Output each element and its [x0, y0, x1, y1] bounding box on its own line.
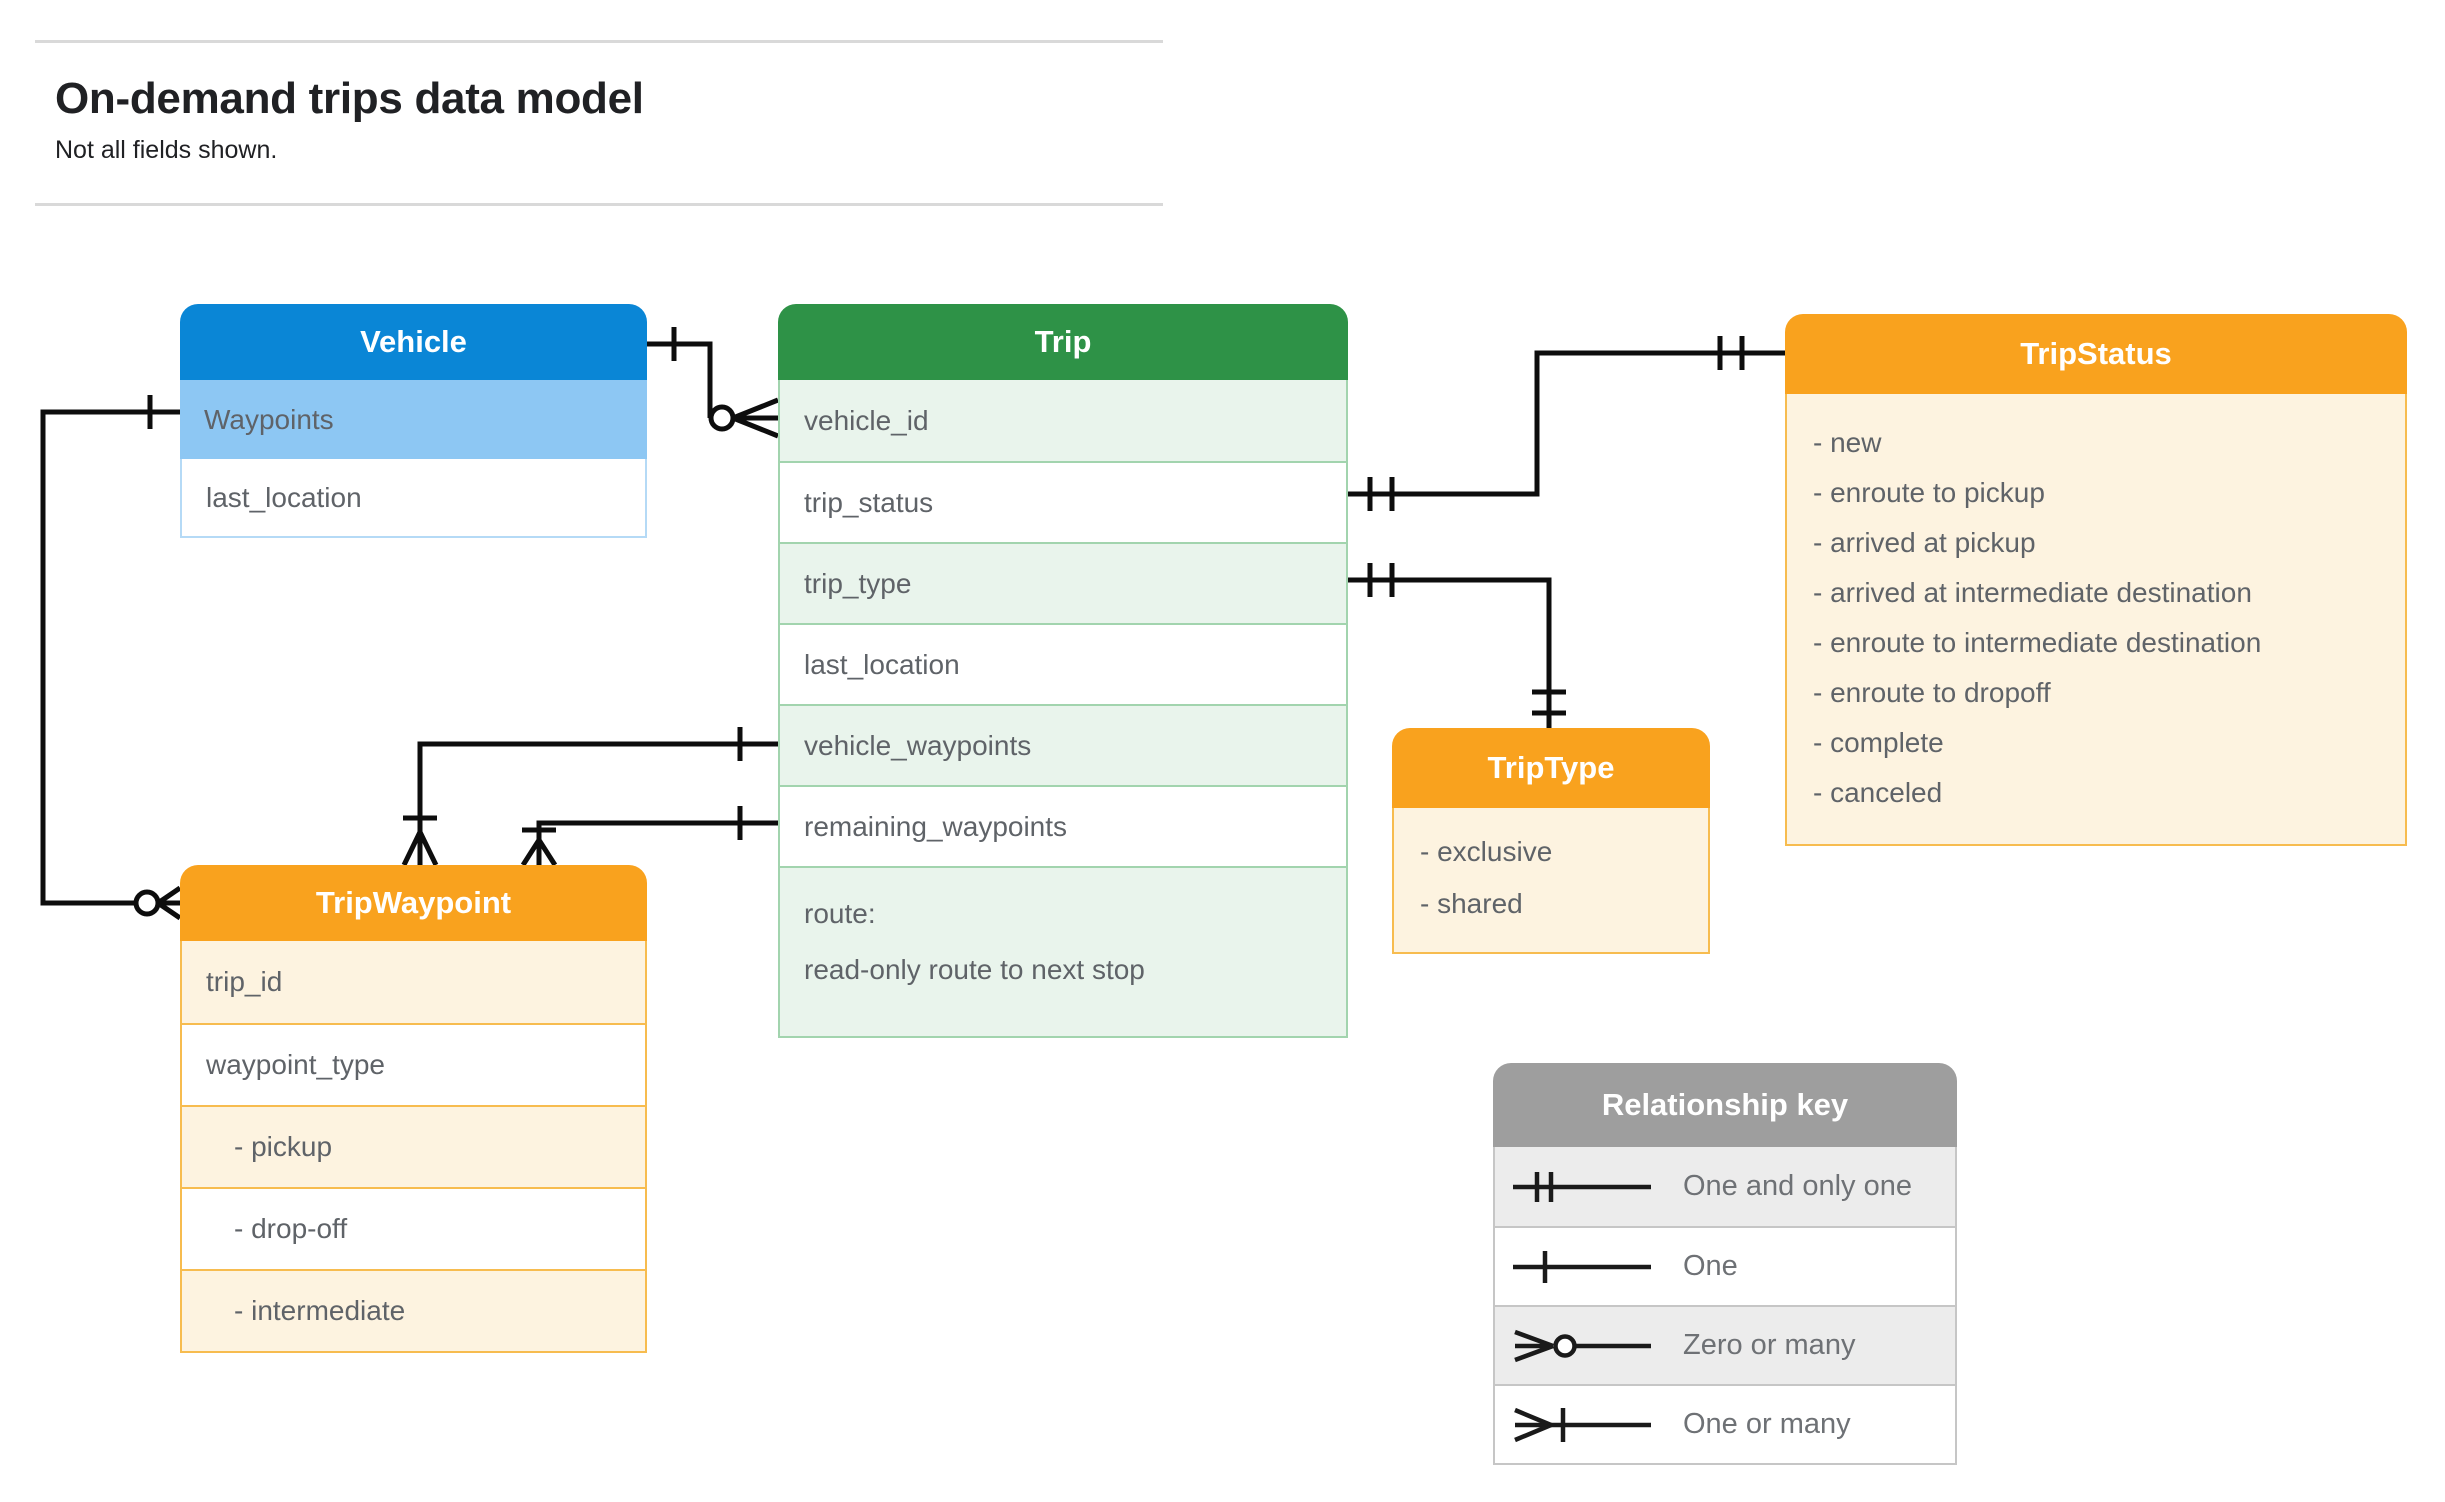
field-row-waypoint-type: waypoint_type — [182, 1023, 645, 1105]
entity-trip-header: Trip — [778, 304, 1348, 380]
page-title: On-demand trips data model — [55, 74, 644, 123]
enum-values: - exclusive - shared — [1392, 808, 1710, 954]
enum-values: - new - enroute to pickup - arrived at p… — [1785, 394, 2407, 846]
field-row-trip-id: trip_id — [182, 941, 645, 1023]
field-label: trip_status — [804, 486, 934, 518]
divider-top — [35, 40, 1163, 43]
crows-foot — [520, 838, 558, 867]
entity-triptype: TripType - exclusive - shared — [1392, 728, 1710, 954]
field-label: - intermediate — [234, 1295, 406, 1326]
legend-row-zero-or-many: Zero or many — [1495, 1305, 1955, 1384]
enum-value: - arrived at intermediate destination — [1813, 577, 2252, 608]
crows-foot — [732, 397, 779, 439]
relationship-key-header: Relationship key — [1493, 1063, 1957, 1147]
field-label: last_location — [804, 648, 960, 680]
entity-title: Vehicle — [360, 324, 467, 359]
legend-label: One and only one — [1683, 1170, 1912, 1202]
divider-bottom — [35, 203, 1163, 206]
entity-title: TripStatus — [2020, 336, 2172, 371]
field-row-pickup: - pickup — [182, 1105, 645, 1187]
one-and-only-one-ticks — [1717, 336, 1745, 370]
crows-foot — [401, 830, 439, 867]
enum-value: - arrived at pickup — [1813, 527, 2036, 558]
enum-value: - enroute to pickup — [1813, 477, 2045, 508]
field-label: trip_id — [206, 966, 283, 997]
one-and-only-one-ticks — [1532, 689, 1566, 716]
field-row-trip-status: trip_status — [780, 461, 1346, 542]
one-symbol-icon — [1513, 1250, 1651, 1283]
enum-value: - enroute to intermediate destination — [1813, 627, 2262, 658]
legend-label: One or many — [1683, 1408, 1851, 1440]
field-label: route: — [804, 898, 876, 929]
enum-value: - shared — [1420, 888, 1523, 919]
field-label: last_location — [206, 481, 362, 513]
connector-vehicle-waypoints-row-to-tripwaypoint — [40, 395, 182, 921]
field-row-vehicle-id: vehicle_id — [780, 380, 1346, 461]
page-subtitle: Not all fields shown. — [55, 136, 278, 164]
field-label: remaining_waypoints — [804, 810, 1068, 842]
field-row-last-location: last_location — [780, 623, 1346, 704]
field-row-drop-off: - drop-off — [182, 1187, 645, 1269]
field-description: read-only route to next stop — [804, 954, 1145, 985]
one-and-only-one-ticks — [1367, 477, 1395, 511]
entity-vehicle: Vehicle Waypoints last_location — [180, 304, 647, 538]
entity-triptype-header: TripType — [1392, 728, 1710, 808]
entity-tripwaypoint-header: TripWaypoint — [180, 865, 647, 941]
field-label: - pickup — [234, 1131, 333, 1162]
relationship-key: Relationship key One and only one One — [1493, 1063, 1957, 1465]
field-row-trip-type: trip_type — [780, 542, 1346, 623]
field-label: vehicle_waypoints — [804, 729, 1032, 761]
entity-title: TripType — [1487, 750, 1615, 785]
one-and-only-one-ticks — [1367, 563, 1395, 597]
field-label: waypoint_type — [206, 1049, 386, 1080]
legend-row-one-or-many: One or many — [1495, 1384, 1955, 1463]
field-row-last-location: last_location — [180, 459, 647, 538]
entity-tripstatus: TripStatus - new - enroute to pickup - a… — [1785, 314, 2407, 846]
enum-value: - new — [1813, 427, 1882, 458]
field-row-vehicle-waypoints: vehicle_waypoints — [780, 704, 1346, 785]
enum-value: - enroute to dropoff — [1813, 677, 2051, 708]
legend-label: Zero or many — [1683, 1329, 1856, 1361]
enum-value: - complete — [1813, 727, 1944, 758]
zero-circle — [708, 404, 736, 432]
enum-value: - exclusive — [1420, 836, 1553, 867]
field-row-intermediate: - intermediate — [182, 1269, 645, 1351]
one-and-only-one-symbol-icon — [1513, 1171, 1651, 1202]
entity-vehicle-header: Vehicle — [180, 304, 647, 380]
connector-vehicle-waypoints-to-tripwaypoint — [401, 727, 778, 867]
legend-row-one-and-only-one: One and only one — [1495, 1147, 1955, 1226]
connector-trip-type-to-triptype — [1348, 563, 1566, 728]
field-label: vehicle_id — [804, 404, 929, 436]
crows-foot — [156, 885, 182, 921]
legend-title: Relationship key — [1601, 1087, 1849, 1122]
field-label: trip_type — [804, 567, 912, 599]
field-row-remaining-waypoints: remaining_waypoints — [780, 785, 1346, 866]
enum-value: - canceled — [1813, 777, 1943, 808]
field-label: Waypoints — [204, 403, 334, 435]
entity-tripwaypoint: TripWaypoint trip_id waypoint_type - pic… — [180, 865, 647, 1353]
field-label: - drop-off — [234, 1213, 348, 1244]
legend-row-one: One — [1495, 1226, 1955, 1305]
connector-trip-status-to-tripstatus — [1348, 336, 1785, 511]
field-row-route: route: read-only route to next stop — [780, 866, 1346, 1036]
connector-remaining-waypoints-to-tripwaypoint — [520, 806, 778, 867]
connector-vehicle-to-trip — [647, 327, 779, 439]
entity-title: TripWaypoint — [315, 885, 512, 920]
entity-title: Trip — [1034, 324, 1092, 359]
legend-label: One — [1683, 1250, 1738, 1282]
zero-circle — [133, 889, 161, 917]
entity-trip: Trip vehicle_id trip_status trip_type la… — [778, 304, 1348, 1038]
entity-tripstatus-header: TripStatus — [1785, 314, 2407, 394]
zero-or-many-symbol-icon — [1514, 1329, 1651, 1362]
field-row-waypoints: Waypoints — [180, 380, 647, 459]
one-or-many-symbol-icon — [1514, 1407, 1651, 1442]
